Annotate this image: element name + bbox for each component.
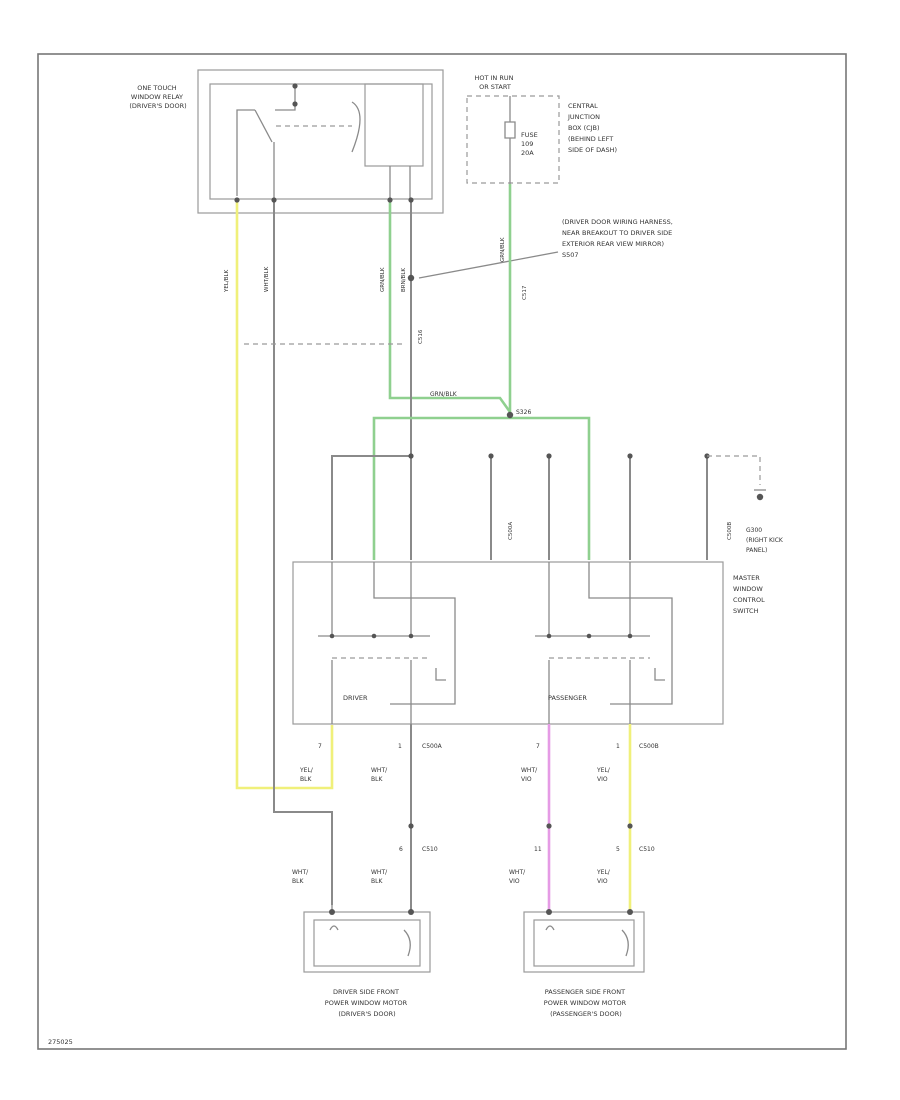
driver-section-label: DRIVER (343, 694, 368, 702)
pin-6: 6 (399, 846, 403, 853)
wires-lower (331, 724, 633, 910)
wire-label-grn-blk-a: GRN/BLK (380, 267, 386, 292)
relay-label: ONE TOUCH WINDOW RELAY (DRIVER'S DOOR) (129, 84, 186, 110)
pin-1-right: 1 (616, 743, 620, 750)
wire-label-wht-blk: WHT/BLK (264, 266, 270, 292)
wire-label-wht-blk-motor-a: WHT/ BLK (292, 869, 310, 885)
driver-window-motor: DRIVER SIDE FRONT POWER WINDOW MOTOR (DR… (303, 909, 431, 1018)
figure-id: 275025 (48, 1038, 73, 1046)
passenger-motor-label: PASSENGER SIDE FRONT POWER WINDOW MOTOR … (544, 988, 628, 1018)
pin-7-left: 7 (318, 743, 322, 750)
green-wire-branch (372, 416, 591, 560)
white-black-wire-relay (273, 200, 333, 905)
fuse-label: FUSE 109 20A (521, 131, 540, 157)
lower-wire-labels: 7 1 C500A 7 1 C500B YEL/ BLK WHT/ BLK WH… (292, 743, 659, 885)
central-junction-box: HOT IN RUN OR START FUSE 109 20A CENTRAL… (466, 74, 617, 184)
pin-11: 11 (534, 846, 542, 853)
wires-upper (234, 184, 766, 905)
passenger-section-label: PASSENGER (548, 694, 587, 702)
connector-c500a-lower: C500A (422, 743, 443, 750)
wire-label-wht-vio-motor: WHT/ VIO (509, 869, 527, 885)
connector-c500b-lower: C500B (639, 743, 659, 750)
wire-label-yel-vio-motor: YEL/ VIO (596, 869, 612, 885)
wire-label-brn-blk: BRN/BLK (401, 268, 407, 292)
splice-s507-callout: (DRIVER DOOR WIRING HARNESS, NEAR BREAKO… (418, 218, 675, 279)
pin-7-right: 7 (536, 743, 540, 750)
splice-callout-text: (DRIVER DOOR WIRING HARNESS, NEAR BREAKO… (562, 218, 675, 259)
wire-label-yel-blk: YEL/BLK (224, 269, 230, 293)
ground-g300-label: G300 (RIGHT KICK PANEL) (746, 527, 785, 554)
wire-label-wht-blk-lower: WHT/ BLK (371, 767, 389, 783)
connector-label-c500b: C500B (727, 522, 733, 540)
diagram-frame (37, 53, 847, 1050)
wire-label-wht-vio-lower: WHT/ VIO (521, 767, 539, 783)
wire-label-grn-blk-splice: GRN/BLK (430, 391, 458, 398)
green-wire-relay (388, 200, 512, 413)
wire-label-yel-blk-lower: YEL/ BLK (299, 767, 315, 783)
wire-label-c517: C517 (522, 285, 528, 300)
pin-1-left: 1 (398, 743, 402, 750)
connector-c510-right: C510 (639, 846, 655, 853)
passenger-window-motor: PASSENGER SIDE FRONT POWER WINDOW MOTOR … (523, 909, 645, 1018)
driver-motor-label: DRIVER SIDE FRONT POWER WINDOW MOTOR (DR… (325, 988, 409, 1018)
one-touch-window-relay: ONE TOUCH WINDOW RELAY (DRIVER'S DOOR) (129, 69, 444, 214)
upper-wire-labels: YEL/BLK WHT/BLK GRN/BLK BRN/BLK GRN/BLK … (224, 237, 531, 416)
connector-c510-left: C510 (422, 846, 438, 853)
fuse-box-header: HOT IN RUN OR START (474, 74, 515, 91)
wire-label-wht-blk-motor-b: WHT/ BLK (371, 869, 389, 885)
yellow-wire-relay (235, 200, 334, 790)
master-switch-label: MASTER WINDOW CONTROL SWITCH (733, 574, 767, 615)
connector-label-c500a: C500A (508, 522, 514, 540)
wire-label-yel-vio-lower: YEL/ VIO (596, 767, 612, 783)
fuse-box-description: CENTRAL JUNCTION BOX (CJB) (BEHIND LEFT … (567, 102, 617, 154)
pin-5: 5 (616, 846, 620, 853)
splice-label-s326: S326 (516, 409, 531, 416)
wire-label-grn-blk-b: GRN/BLK (500, 237, 506, 262)
master-window-control-switch: MASTER WINDOW CONTROL SWITCH DRIVER PASS… (292, 561, 767, 725)
wire-label-c516: C516 (418, 329, 424, 344)
